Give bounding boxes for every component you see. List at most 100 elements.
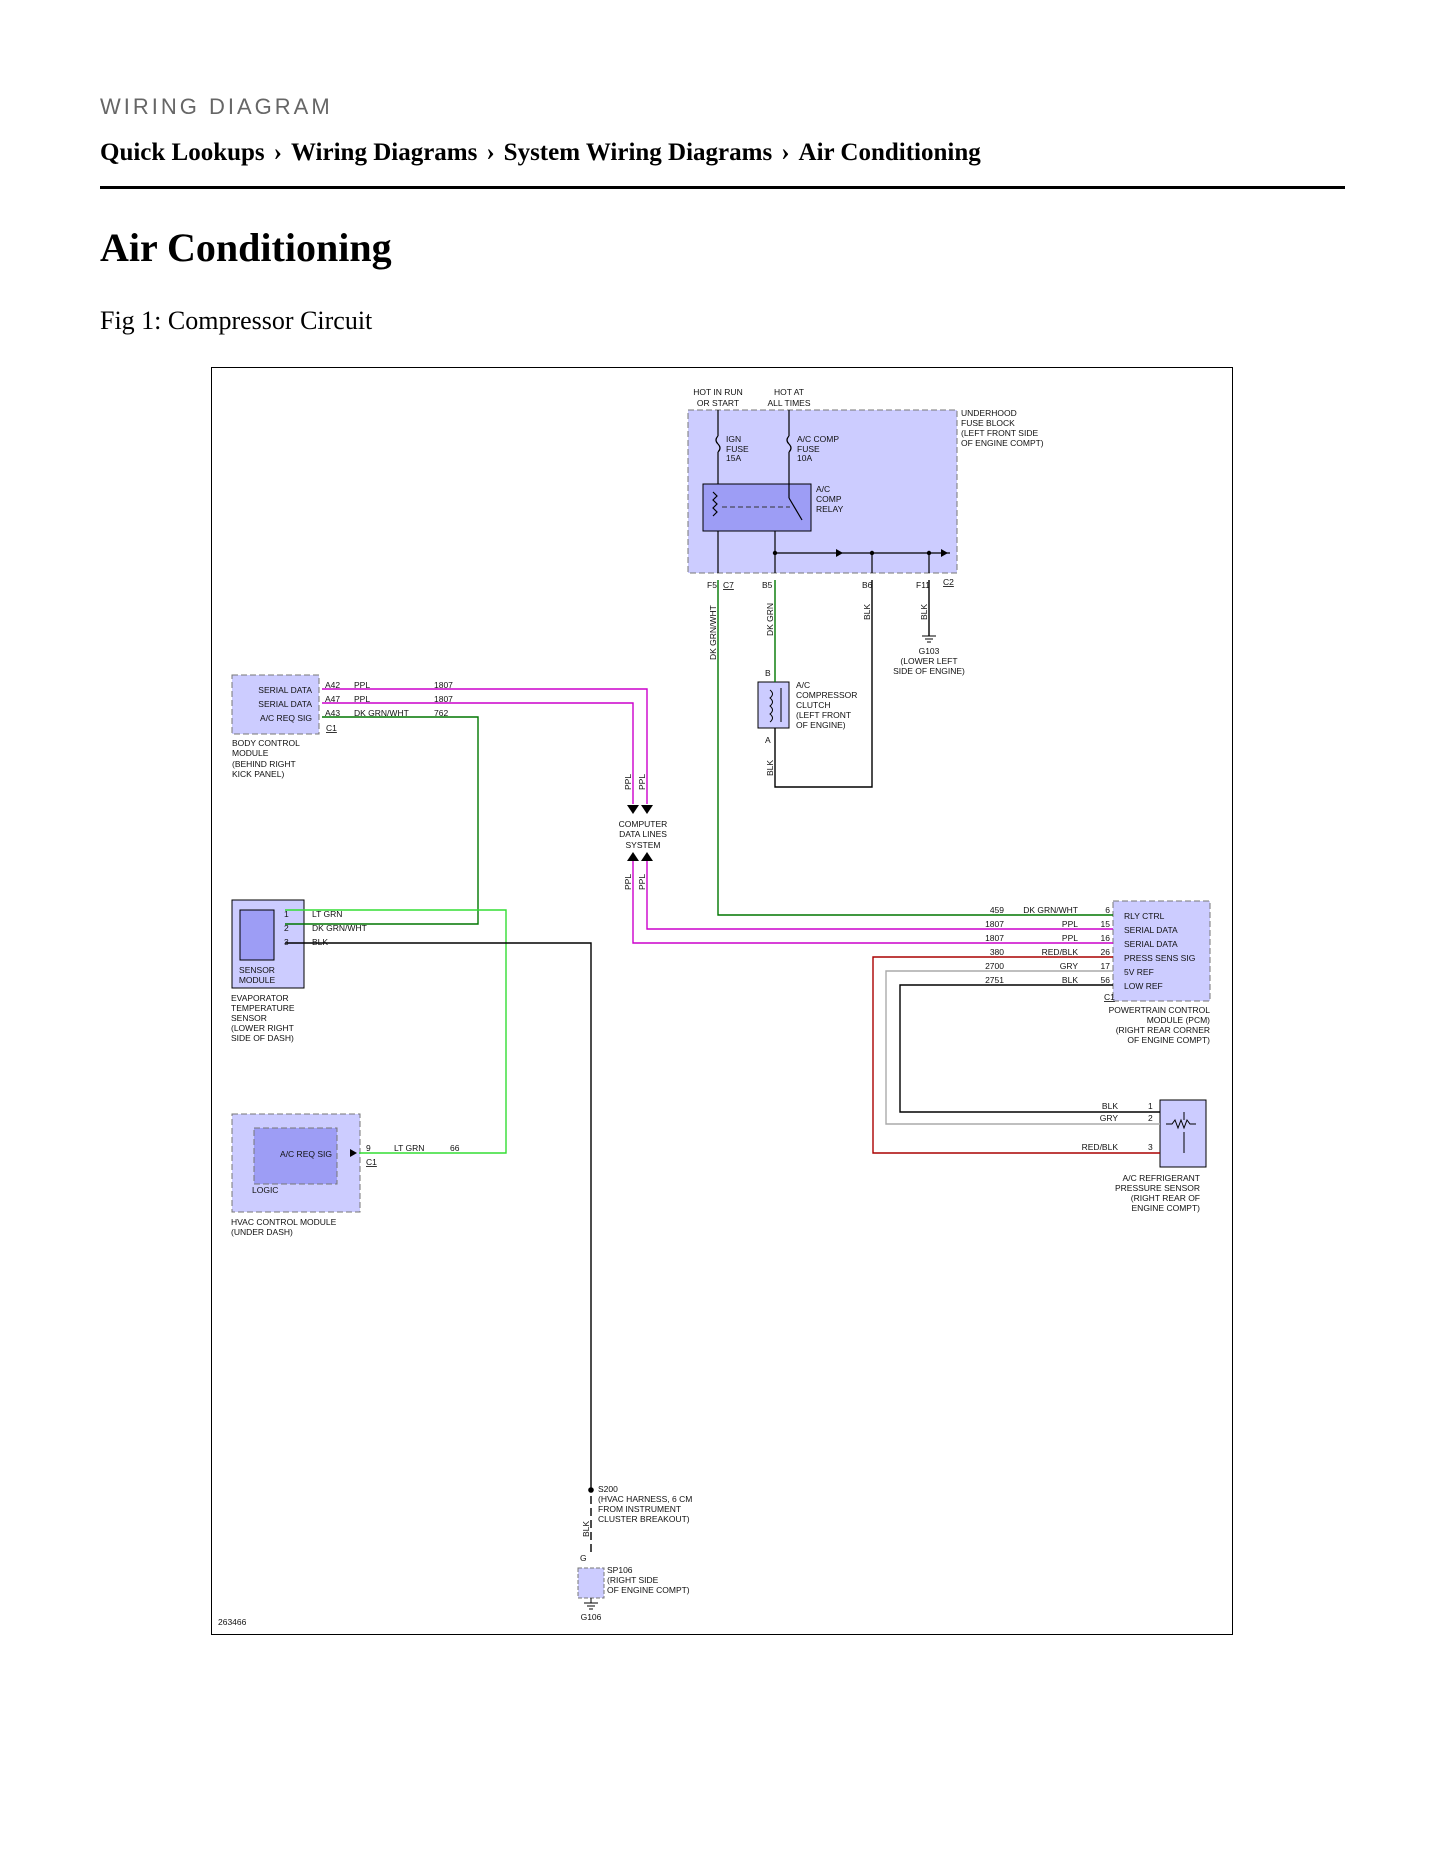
wire-color-label: DK GRN/WHT	[312, 923, 367, 933]
wire-color-label: LT GRN	[394, 1143, 424, 1153]
ign-fuse-label: 15A	[726, 453, 741, 463]
s200-splice-dot	[588, 1487, 594, 1493]
circuit-number: 2700	[985, 961, 1004, 971]
wiring-diagram: HOT IN RUN OR START HOT AT ALL TIMES UND…	[211, 367, 1233, 1635]
pcm-pin-number: 15	[1101, 919, 1111, 929]
diagram-frame	[211, 367, 1233, 1635]
splice-dot	[772, 550, 778, 556]
breadcrumb-separator: ›	[486, 139, 495, 166]
wire-ppl-a47	[322, 702, 634, 804]
wire-color-label: PPL	[637, 774, 647, 790]
wire-color-label: GRY	[1060, 961, 1079, 971]
fuse-block-label: (LEFT FRONT SIDE	[961, 428, 1038, 438]
breadcrumb-quick-lookups[interactable]: Quick Lookups	[100, 139, 265, 166]
bcm-box	[231, 674, 320, 735]
fuse-block-label: UNDERHOOD	[961, 408, 1017, 418]
wire-color-label: RED/BLK	[1042, 947, 1079, 957]
pcm-label: MODULE (PCM)	[1147, 1015, 1210, 1025]
data-lines-label: SYSTEM	[626, 840, 661, 850]
header-divider	[100, 186, 1345, 189]
pressure-pin-number: 1	[1148, 1101, 1153, 1111]
hvac-inner-label: A/C REQ SIG	[280, 1149, 332, 1159]
wire-color-label: DK GRN/WHT	[1023, 905, 1078, 915]
s200-label: (HVAC HARNESS, 6 CM	[598, 1494, 692, 1504]
wire-color-label: BLK	[862, 604, 872, 620]
circuit-number: 762	[434, 708, 448, 718]
evap-pin-number: 3	[284, 937, 289, 947]
circuit-number: 459	[990, 905, 1004, 915]
circuit-number: 1807	[434, 680, 453, 690]
fuse-block-label: FUSE BLOCK	[961, 418, 1015, 428]
bcm-pin-label: SERIAL DATA	[258, 699, 312, 709]
ac-comp-fuse-label: 10A	[797, 453, 812, 463]
wire-color-label: PPL	[1062, 919, 1078, 929]
wire-color-label: RED/BLK	[1082, 1142, 1119, 1152]
circuit-number: 1807	[434, 694, 453, 704]
arrow-up-icon	[627, 852, 639, 861]
pressure-sensor-label: ENGINE COMPT)	[1132, 1203, 1201, 1213]
bcm-connector-c1: C1	[326, 723, 337, 733]
pcm-pin-number: 56	[1101, 975, 1111, 985]
bcm-label: BODY CONTROL	[232, 738, 300, 748]
arrow-icon	[941, 549, 948, 557]
circuit-number: 1807	[985, 933, 1004, 943]
bcm-pin-label: A/C REQ SIG	[260, 713, 312, 723]
sp106-label: SP106	[607, 1565, 633, 1575]
wire-color-label: DK GRN/WHT	[708, 605, 718, 660]
diode-icon	[836, 549, 843, 557]
wire-ppl-a42	[322, 688, 648, 804]
breadcrumb-separator: ›	[781, 139, 790, 166]
ground-icon	[922, 635, 936, 643]
figure-caption: Fig 1: Compressor Circuit	[100, 306, 373, 335]
wire-lt-grn-66	[285, 909, 507, 1154]
breadcrumb-air-conditioning[interactable]: Air Conditioning	[798, 139, 981, 166]
pressure-pin-number: 3	[1148, 1142, 1153, 1152]
bcm-pin-label: SERIAL DATA	[258, 685, 312, 695]
g103-label: G103	[919, 646, 940, 656]
splice-dot	[869, 550, 875, 556]
circuit-number: 2751	[985, 975, 1004, 985]
hvac-module-label: (UNDER DASH)	[231, 1227, 293, 1237]
wire-dk-grn-wht-762	[285, 716, 479, 925]
hot-in-run-label: OR START	[697, 398, 739, 408]
wire-color-label: BLK	[1102, 1101, 1118, 1111]
wire-color-label: PPL	[623, 874, 633, 890]
pressure-pin-number: 2	[1148, 1113, 1153, 1123]
wire-color-label: LT GRN	[312, 909, 342, 919]
breadcrumb: Quick Lookups › Wiring Diagrams › System Wir…	[100, 139, 981, 167]
pressure-sensor-label: A/C REFRIGERANT	[1123, 1173, 1200, 1183]
figure-number: 263466	[218, 1617, 247, 1627]
wire-color-label: DK GRN/WHT	[354, 708, 409, 718]
clutch-pin-a: A	[765, 735, 771, 745]
bcm-pin-number: A42	[325, 680, 340, 690]
relay-label: RELAY	[816, 504, 844, 514]
wire-color-label: DK GRN	[765, 603, 775, 636]
breadcrumb-system-wiring-diagrams[interactable]: System Wiring Diagrams	[503, 139, 773, 166]
wire-color-label: PPL	[623, 774, 633, 790]
pcm-pin-label: SERIAL DATA	[1124, 925, 1178, 935]
hot-in-run-label: HOT IN RUN	[693, 387, 742, 397]
pin-b6: B6	[862, 580, 873, 590]
pcm-pin-label: RLY CTRL	[1124, 911, 1165, 921]
wire-blk-evap	[285, 942, 592, 1490]
connector-c2: C2	[943, 577, 954, 587]
wire-color-label: PPL	[354, 680, 370, 690]
evap-pin-number: 1	[284, 909, 289, 919]
connector-c7: C7	[723, 580, 734, 590]
bcm-pin-number: A43	[325, 708, 340, 718]
pcm-label: (RIGHT REAR CORNER	[1116, 1025, 1210, 1035]
breadcrumb-wiring-diagrams[interactable]: Wiring Diagrams	[291, 139, 478, 166]
pcm-pin-label: 5V REF	[1124, 967, 1154, 977]
hvac-pin-number: 9	[366, 1143, 371, 1153]
wire-color-label: PPL	[354, 694, 370, 704]
wire-blk-clutch	[774, 580, 873, 788]
clutch-pin-b: B	[765, 668, 771, 678]
bcm-label: KICK PANEL)	[232, 769, 284, 779]
s200-label: S200	[598, 1484, 618, 1494]
hvac-connector-c1: C1	[366, 1157, 377, 1167]
pressure-sensor-label: (RIGHT REAR OF	[1131, 1193, 1200, 1203]
data-lines-label: COMPUTER	[619, 819, 668, 829]
ign-fuse-label: IGN	[726, 434, 741, 444]
arrow-right-icon	[350, 1149, 357, 1157]
wire-color-label: BLK	[765, 760, 775, 776]
